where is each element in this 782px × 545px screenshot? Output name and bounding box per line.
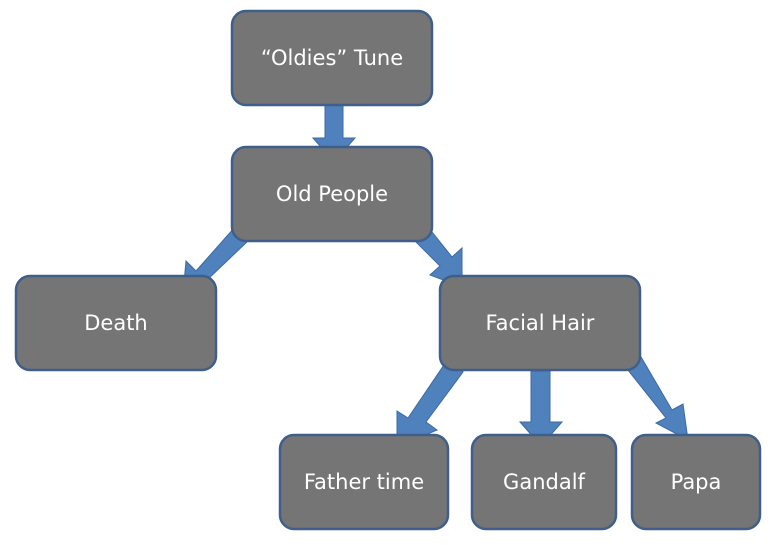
node-gandalf: Gandalf — [470, 433, 618, 531]
node-oldies-tune: “Oldies” Tune — [230, 9, 434, 107]
node-label: Death — [84, 311, 148, 335]
node-label: “Oldies” Tune — [261, 46, 403, 70]
node-father-time: Father time — [278, 433, 450, 531]
node-label: Gandalf — [503, 470, 585, 494]
node-facial-hair: Facial Hair — [438, 274, 642, 372]
node-label: Papa — [671, 470, 722, 494]
node-label: Father time — [304, 470, 424, 494]
arrow-facial-hair-to-papa — [619, 349, 689, 441]
node-label: Old People — [276, 182, 388, 206]
node-label: Facial Hair — [486, 311, 595, 335]
node-papa: Papa — [630, 433, 762, 531]
node-death: Death — [14, 274, 218, 372]
node-old-people: Old People — [230, 145, 434, 243]
